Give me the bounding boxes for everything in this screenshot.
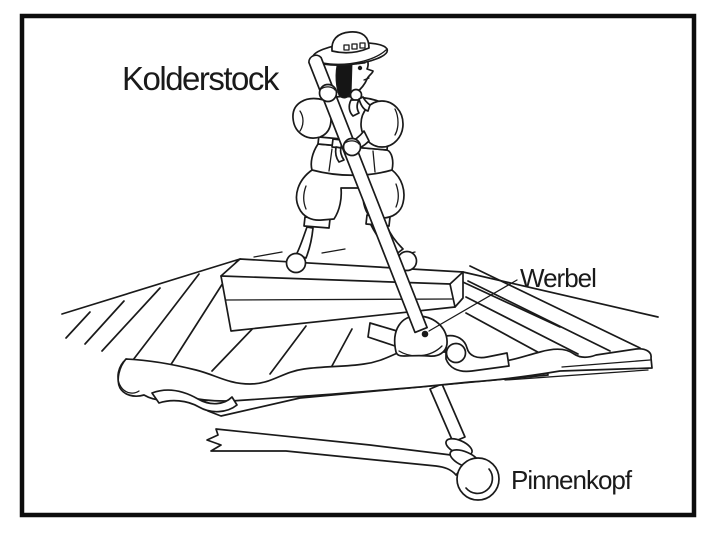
hand-lower <box>342 137 362 157</box>
hands <box>318 83 362 157</box>
whipstaff-staff <box>308 54 428 334</box>
deck-planks <box>61 248 659 378</box>
label-pinnenkopf: Pinnenkopf <box>511 465 633 495</box>
deck-edge <box>117 348 653 413</box>
label-werbel: Werbel <box>520 263 596 293</box>
shoe-left <box>285 252 307 274</box>
frame-border <box>19 13 697 518</box>
tiller-beam <box>206 428 465 476</box>
werbel-leader-line <box>428 279 518 332</box>
eye <box>357 65 363 71</box>
hand-upper <box>318 83 338 103</box>
label-kolderstock: Kolderstock <box>122 60 280 97</box>
pinnenkopf-ball <box>456 457 500 501</box>
scarf <box>348 88 371 117</box>
werbel-pivot <box>367 315 510 373</box>
werbel-dot <box>421 330 429 338</box>
